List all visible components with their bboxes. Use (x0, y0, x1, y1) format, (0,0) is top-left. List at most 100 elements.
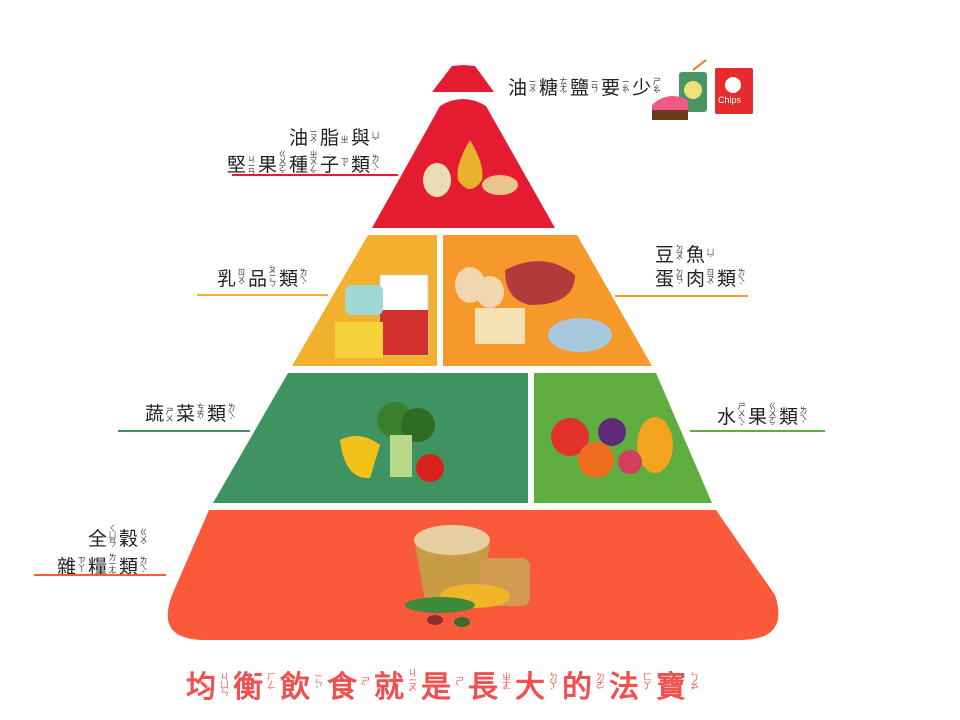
zhuyin: ㄉㄢˋ (675, 268, 685, 290)
hanzi: 類 (350, 153, 370, 176)
hanzi-with-zhuyin: 類ㄌㄟˋ (351, 153, 382, 177)
zhuyin: ㄓ (339, 134, 349, 142)
zhuyin: ㄏㄥˊ (265, 671, 275, 697)
hanzi: 類 (278, 267, 298, 290)
rule-grain (34, 574, 166, 576)
hanzi-with-zhuyin: 類ㄌㄟˋ (779, 405, 810, 429)
hanzi: 食 (327, 670, 357, 705)
vegetable-illustration (340, 402, 444, 482)
hanzi-with-zhuyin: 油ㄧㄡˊ (289, 126, 320, 150)
hanzi-with-zhuyin: 食ㄕˊ (327, 662, 374, 706)
hanzi: 油 (288, 127, 308, 149)
zhuyin: ㄘㄞˋ (195, 403, 205, 425)
hanzi: 蛋 (655, 268, 675, 290)
dairy-illustration (335, 274, 429, 358)
hanzi-with-zhuyin: 是ㄕˋ (421, 662, 468, 706)
hanzi-with-zhuyin: 類ㄌㄟˋ (119, 555, 150, 579)
hanzi-with-zhuyin: 糖ㄊㄤˊ (539, 76, 570, 100)
hanzi: 蔬 (144, 403, 164, 425)
zhuyin: ㄩˊ (706, 247, 716, 263)
hanzi: 品 (247, 267, 267, 290)
hanzi: 大 (515, 670, 545, 705)
hanzi-with-zhuyin: 就ㄐㄧㄡˋ (374, 662, 421, 706)
hanzi: 類 (206, 403, 226, 425)
hanzi: 寶 (656, 670, 686, 705)
hanzi: 糖 (539, 77, 559, 99)
hanzi: 糧 (87, 555, 107, 578)
hanzi-with-zhuyin: 寶ㄅㄠˇ (656, 662, 703, 706)
hanzi-with-zhuyin: 蔬ㄕㄨ (145, 402, 176, 426)
zhuyin: ㄧㄣˇ (312, 672, 322, 696)
hanzi-with-zhuyin: 法ㄈㄚˇ (609, 662, 656, 706)
hanzi-with-zhuyin: 全ㄑㄩㄢˊ (88, 524, 119, 553)
zhuyin: ㄍㄨㄛˇ (768, 402, 778, 431)
hanzi-with-zhuyin: 子ㄗˇ (320, 153, 351, 177)
zhuyin: ㄗˇ (339, 157, 349, 172)
zhuyin: ㄍㄨˇ (139, 527, 148, 550)
hanzi: 類 (717, 268, 737, 290)
hanzi: 果 (257, 153, 277, 176)
hanzi: 飲 (280, 670, 310, 705)
hanzi-with-zhuyin: 肉ㄖㄡˋ (686, 267, 717, 291)
zhuyin: ㄖㄨˇ (236, 267, 246, 290)
hanzi-with-zhuyin: 大ㄉㄚˋ (515, 662, 562, 706)
tier-top-tip (432, 65, 494, 92)
zhuyin: ㄧㄠˋ (621, 77, 631, 99)
hanzi-with-zhuyin: 油ㄧㄡˊ (508, 76, 539, 100)
hanzi: 菜 (175, 403, 195, 425)
zhuyin: ㄕㄨㄟˇ (737, 402, 747, 431)
hanzi: 與 (350, 127, 370, 149)
zhuyin: ㄧㄡˊ (528, 77, 538, 99)
hanzi: 種 (288, 153, 308, 176)
hanzi-with-zhuyin: 要ㄧㄠˋ (601, 76, 632, 100)
zhuyin: ㄌㄟˋ (299, 267, 308, 290)
zhuyin: ㄐㄧㄡˋ (406, 668, 416, 700)
hanzi-with-zhuyin: 飲ㄧㄣˇ (280, 662, 327, 706)
zhuyin: ㄌㄟˋ (227, 403, 236, 425)
hanzi: 乳 (216, 267, 236, 290)
zhuyin: ㄌㄧㄤˊ (107, 553, 117, 581)
hanzi-with-zhuyin: 均ㄐㄩㄣ (186, 662, 233, 706)
hanzi: 全 (87, 527, 107, 550)
grain-illustration (405, 525, 530, 627)
zhuyin: ㄧㄢˊ (590, 77, 600, 99)
rule-dairy (197, 294, 328, 296)
zhuyin: ㄐㄧㄢ (246, 154, 256, 175)
hanzi-with-zhuyin: 鹽ㄧㄢˊ (570, 76, 601, 100)
zhuyin: ㄍㄨㄛˇ (277, 150, 287, 179)
zhuyin: ㄕˋ (453, 675, 463, 693)
zhuyin: ㄌㄟˋ (139, 555, 148, 578)
zhuyin: ㄕˊ (359, 675, 369, 693)
hanzi: 長 (468, 670, 498, 705)
zhuyin: ㄩˇ (371, 130, 380, 146)
hanzi: 果 (748, 405, 768, 428)
hanzi-with-zhuyin: 雜ㄗㄚˊ (57, 555, 88, 579)
hanzi-with-zhuyin: 糧ㄌㄧㄤˊ (88, 553, 119, 580)
hanzi-with-zhuyin: 與ㄩˇ (351, 126, 382, 150)
hanzi-with-zhuyin: 類ㄌㄟˋ (207, 402, 238, 426)
zhuyin: ㄖㄡˋ (706, 268, 716, 290)
hanzi: 子 (319, 153, 339, 176)
hanzi: 脂 (319, 127, 339, 149)
zhuyin: ㄑㄩㄢˊ (107, 524, 117, 553)
hanzi: 水 (717, 405, 737, 428)
fruit-illustration (551, 417, 673, 478)
hanzi-with-zhuyin: 少ㄕㄠˇ (632, 76, 663, 100)
hanzi-with-zhuyin: 菜ㄘㄞˋ (176, 402, 207, 426)
zhuyin: ㄅㄠˇ (688, 671, 698, 697)
zhuyin: ㄌㄟˋ (737, 268, 747, 290)
hanzi: 穀 (118, 527, 138, 550)
hanzi: 堅 (226, 153, 246, 176)
hanzi: 是 (421, 670, 451, 705)
hanzi: 類 (779, 405, 799, 428)
zhuyin: ㄊㄤˊ (559, 77, 569, 99)
